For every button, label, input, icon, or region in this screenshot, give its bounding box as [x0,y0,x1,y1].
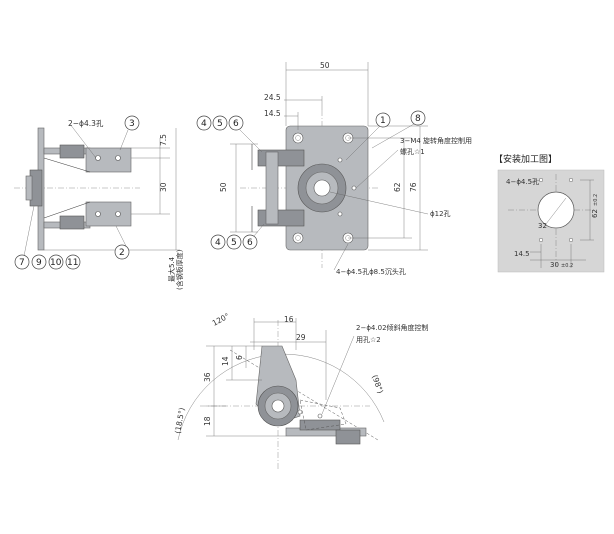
callout-8: 8 [415,114,421,124]
dim-50-left: 50 [219,182,228,192]
tilt-dim-14: 14 [221,356,230,366]
callout-6-bottom: 6 [247,238,253,248]
note-12: ϕ12孔 [430,210,451,218]
note-m4-line1: 3−M4 旋转角度控制用 [400,136,472,145]
note-bottom: 4−ϕ4.5孔ϕ8.5沉头孔 [336,267,406,276]
dim-24-5: 24.5 [264,93,281,102]
dim-30: 30 [159,182,168,192]
callout-1: 1 [380,116,386,126]
tilt-note-line1: 2−ϕ4.02倾斜角度控制 [356,323,429,332]
install-panel: 【安装加工图】 4−ϕ4.5孔 32 62 ±0.2 30 ±0.2 14.5 [494,153,605,273]
callout-4-bottom: 4 [215,238,221,248]
callout-9: 9 [36,258,42,268]
tilt-note-line2: 用孔☆2 [356,336,381,344]
install-dim-62: 62 [591,209,599,218]
callout-6-top: 6 [233,119,239,129]
callout-11: 11 [67,258,78,268]
dim-62: 62 [393,182,402,192]
tilt-dim-16: 16 [284,315,294,324]
tilt-dim-18: 18 [203,416,212,426]
callout-5-bottom: 5 [231,238,237,248]
callout-2: 2 [119,248,125,258]
install-dim-14-5: 14.5 [514,250,530,258]
tilt-angle-18-5: (18.5°) [173,407,186,435]
tilt-dim-29: 29 [296,333,306,342]
install-panel-title: 【安装加工图】 [494,153,557,165]
install-dim-30-tol: ±0.2 [561,263,573,269]
install-dim-30: 30 [550,261,559,269]
callout-4-top: 4 [201,119,207,129]
tilt-dim-6: 6 [235,355,244,360]
tilt-dim-36: 36 [203,372,212,382]
side-view: 7.5 30 最大5.4 (含钢板厚度) 2−ϕ4.3孔 3 2 7 9 10 … [14,115,184,290]
tilt-angle-120: 120° [211,311,231,328]
dim-7-5: 7.5 [159,134,168,146]
side-vertical-note-2: (含钢板厚度) [175,249,184,290]
side-vertical-note: 最大5.4 [167,256,176,282]
callout-10: 10 [50,258,62,268]
install-dim-32: 32 [538,222,547,230]
callout-7: 7 [19,258,25,268]
side-hole-note: 2−ϕ4.3孔 [68,119,104,128]
front-view: 50 24.5 14.5 50 62 76 3−M4 旋转角度控制用 螺孔☆1 … [196,61,472,276]
tilt-angle-98: (98°) [370,374,385,395]
dim-50-top: 50 [320,61,330,70]
callout-3: 3 [129,119,135,129]
dim-76: 76 [409,182,418,192]
install-dim-62-tol: ±0.2 [593,194,599,206]
callout-5-top: 5 [217,119,223,129]
install-hole-note: 4−ϕ4.5孔 [506,178,539,186]
note-m4-line2: 螺孔☆1 [400,147,425,156]
tilt-view: 16 29 14 6 36 18 120° (98°) (18.5°) 2−ϕ4… [173,311,429,470]
dim-14-5: 14.5 [264,109,281,118]
